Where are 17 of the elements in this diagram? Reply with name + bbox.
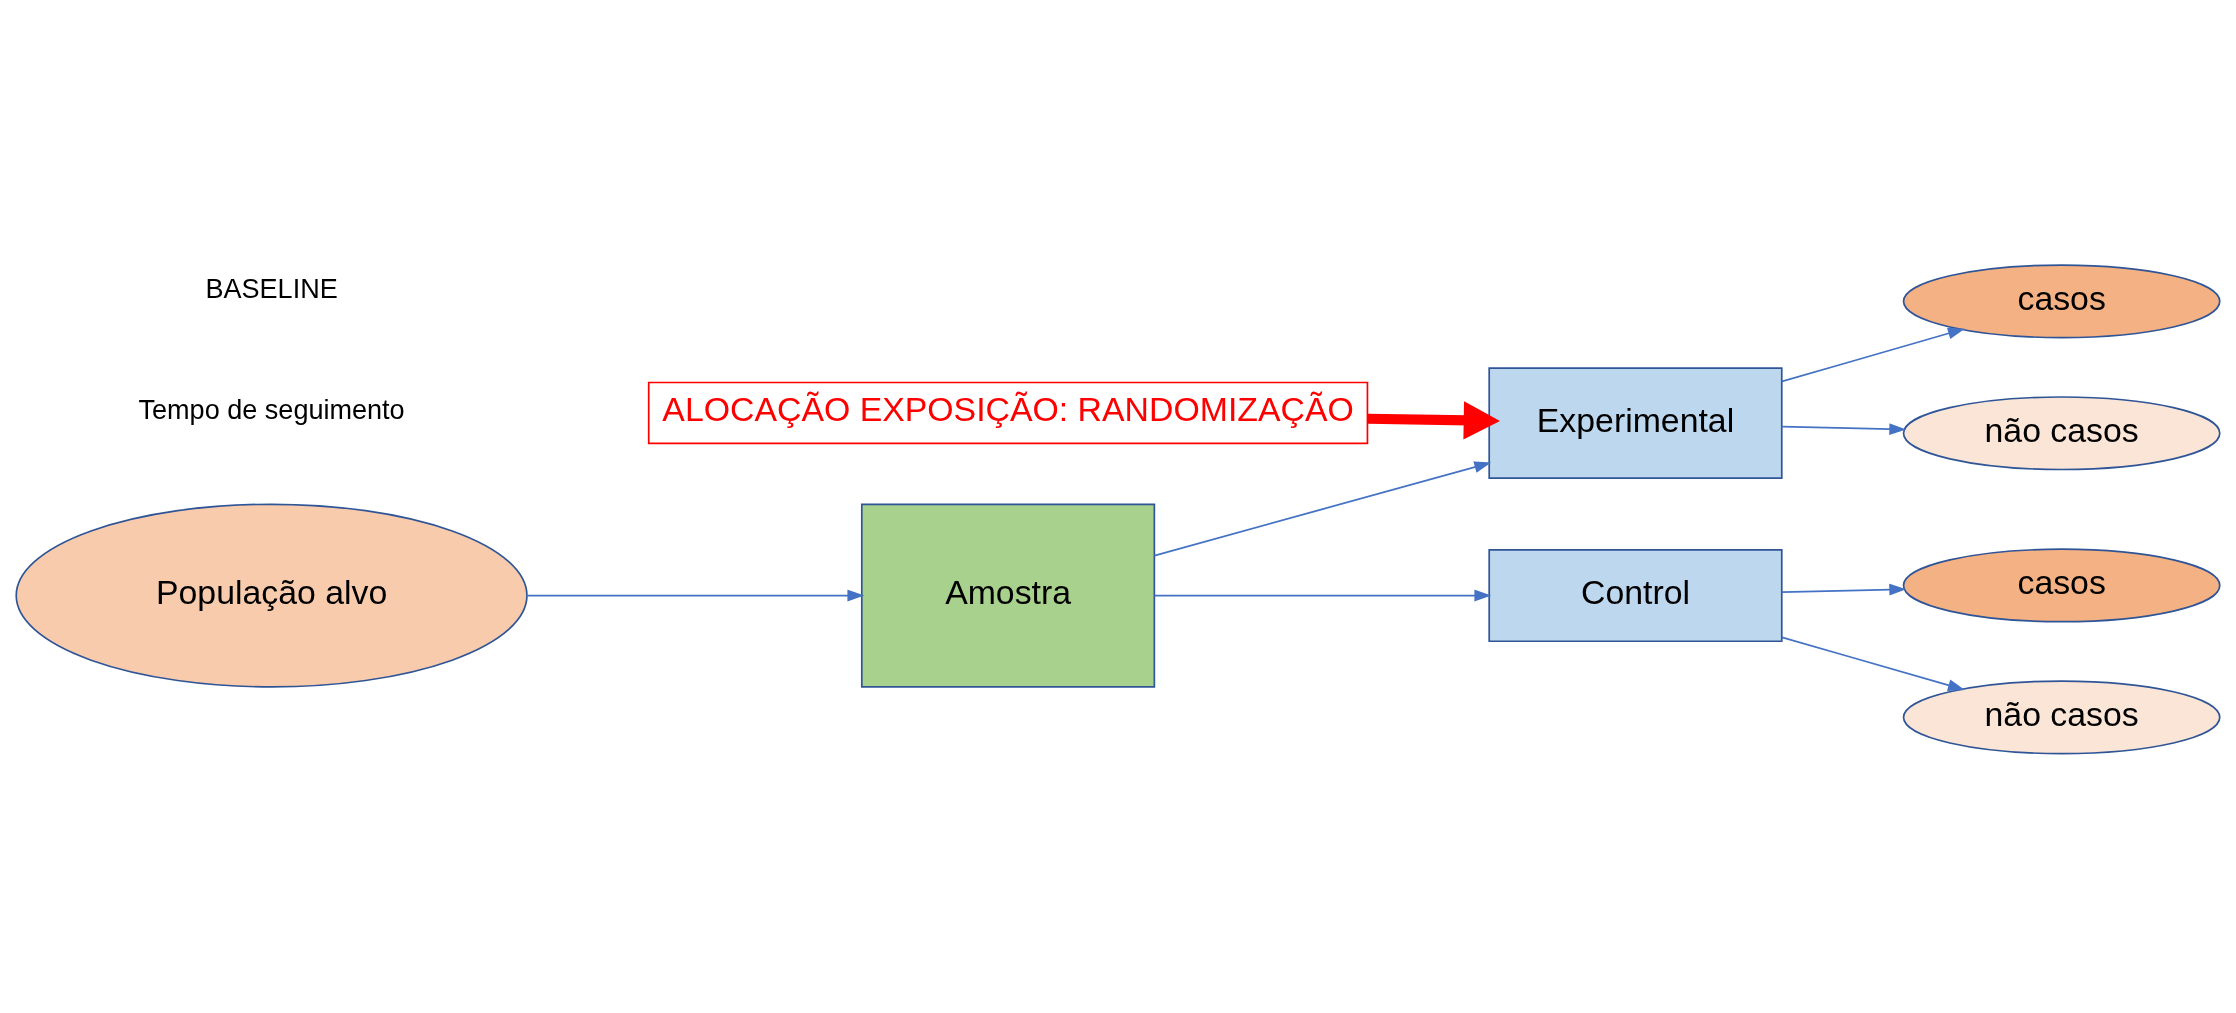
node-ellipse: casos (1902, 547, 2221, 623)
arrow (1781, 583, 1907, 595)
arrow (1781, 422, 1907, 435)
node-box: ALOCAÇÃO EXPOSIÇÃO: RANDOMIZAÇÃO (647, 381, 1369, 444)
label: BASELINE (205, 273, 338, 304)
label: Tempo de seguimento (138, 394, 405, 425)
node-box: Control (1488, 548, 1783, 642)
arrow (1781, 636, 1965, 691)
node-box: Amostra (860, 502, 1156, 688)
arrow (1781, 327, 1965, 382)
arrow (1367, 400, 1500, 439)
arrow (1153, 589, 1492, 602)
node-ellipse: População alvo (15, 502, 528, 688)
arrow (1153, 460, 1492, 556)
node-box: Experimental (1488, 366, 1783, 479)
arrow (526, 589, 865, 602)
node-ellipse: não casos (1902, 395, 2221, 470)
